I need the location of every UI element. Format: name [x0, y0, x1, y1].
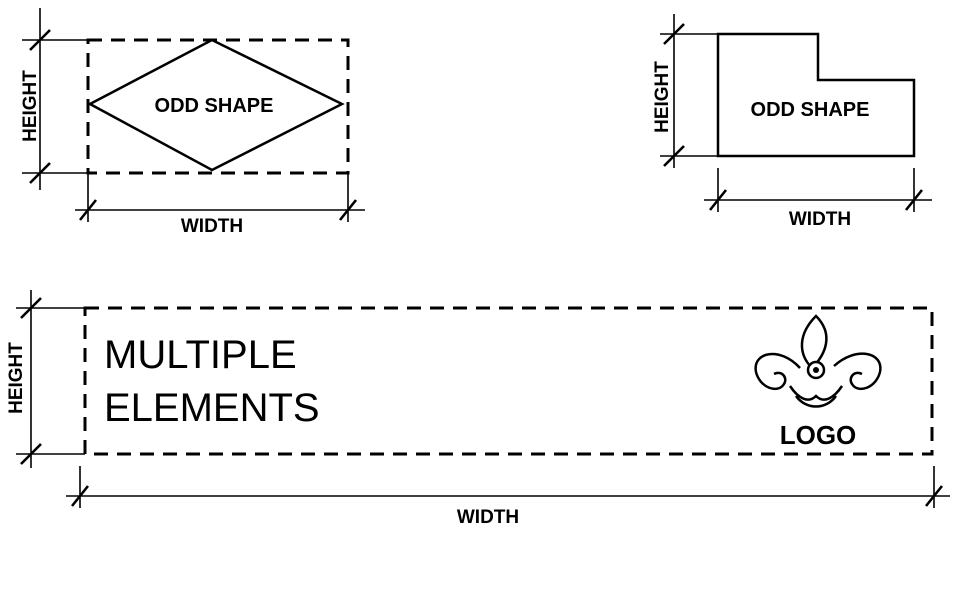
diamond-width-dimension: WIDTH [75, 173, 365, 237]
fleur-de-lis-logo-icon [754, 314, 882, 408]
multiple-title-line1: MULTIPLE [104, 333, 297, 377]
logo-label: LOGO [780, 420, 857, 450]
lshape-panel: ODD SHAPE HEIGHT WIDTH [652, 14, 932, 230]
lshape-width-dimension: WIDTH [704, 168, 932, 230]
multiple-width-dimension: WIDTH [66, 466, 950, 528]
multiple-width-label: WIDTH [457, 507, 519, 528]
diamond-height-dimension: HEIGHT [20, 8, 88, 190]
lshape-shape [716, 32, 916, 158]
diamond-shape [87, 38, 345, 172]
multiple-height-label: HEIGHT [6, 342, 27, 414]
diamond-bounding-box [86, 38, 350, 175]
diamond-height-label: HEIGHT [20, 70, 41, 142]
multiple-height-dimension: HEIGHT [6, 290, 85, 468]
multiple-panel: MULTIPLE ELEMENTS LOGO HEIGHT [6, 290, 950, 528]
lshape-shape-label: ODD SHAPE [751, 99, 870, 121]
lshape-height-label: HEIGHT [652, 61, 673, 133]
lshape-width-label: WIDTH [789, 209, 851, 230]
diamond-shape-label: ODD SHAPE [155, 95, 274, 117]
diamond-width-label: WIDTH [181, 216, 243, 237]
diamond-panel: ODD SHAPE HEIGHT WIDTH [20, 8, 365, 237]
lshape-height-dimension: HEIGHT [652, 14, 718, 168]
multiple-title-line2: ELEMENTS [104, 386, 320, 430]
multiple-bounding-box [83, 306, 934, 456]
